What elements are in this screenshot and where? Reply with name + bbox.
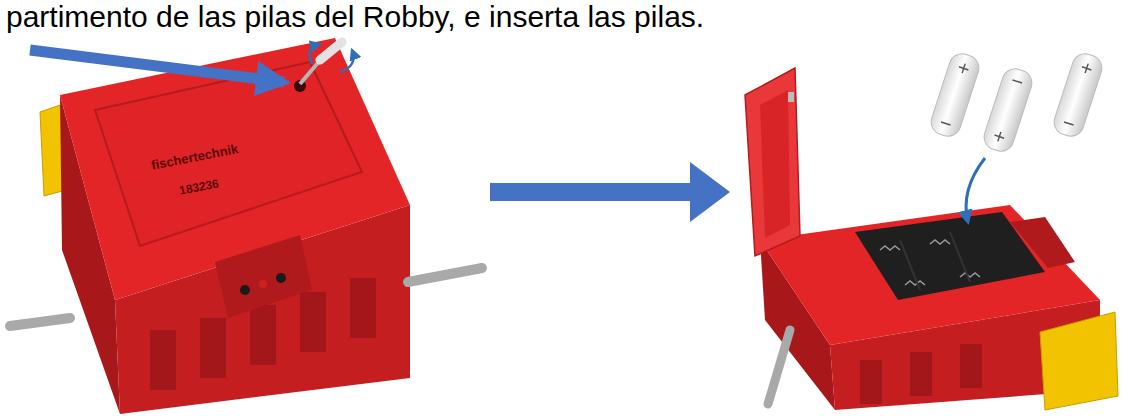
batteries <box>928 50 1105 222</box>
step-arrow <box>490 162 730 222</box>
instruction-title: partimento de las pilas del Robby, e ins… <box>6 0 704 34</box>
battery-box-closed <box>10 38 482 414</box>
screwdriver <box>300 42 354 84</box>
pointer-arrow <box>30 50 284 82</box>
